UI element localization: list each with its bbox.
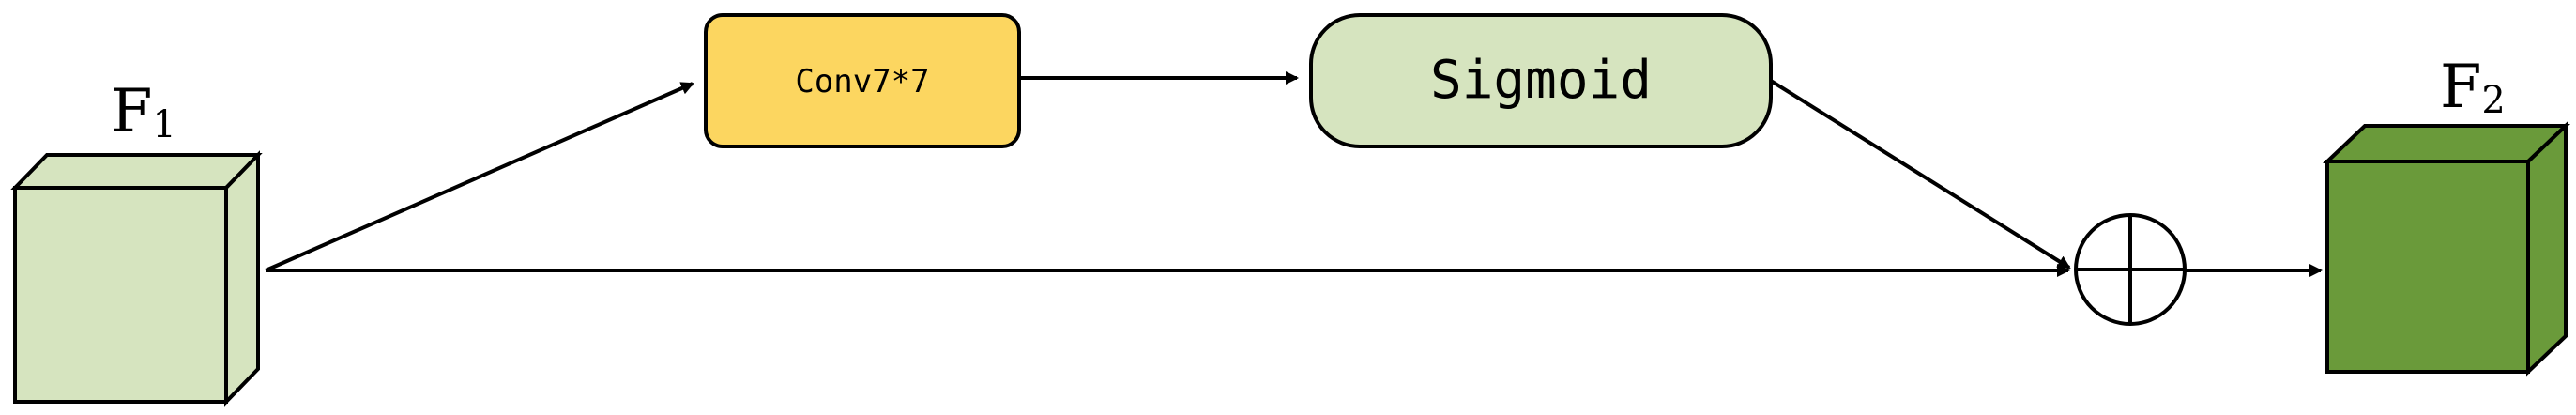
output-cube-top [2322,124,2571,163]
input-cube-front [13,186,228,404]
input-cube-top [10,153,263,190]
conv-box [704,13,1021,148]
output-cube-side [2526,121,2568,377]
edge-input-to-conv [265,82,694,272]
input-cube-label: F1 [111,77,176,146]
input-cube-label-main: F [111,77,152,146]
input-cube-label-subscript: 1 [152,103,175,146]
output-cube-label-main: F [2440,53,2481,122]
add-operator [2074,213,2187,326]
input-cube-side [224,150,260,407]
output-cube-front [2325,160,2530,374]
output-cube [2322,121,2571,377]
conv-box-label: Conv7*7 [795,63,929,100]
sigmoid-box-label: Sigmoid [1430,50,1652,111]
input-cube [10,150,263,407]
edge-sigmoid-to-add [1769,79,2071,269]
output-cube-label-subscript: 2 [2481,79,2505,122]
output-cube-label: F2 [2440,53,2506,122]
